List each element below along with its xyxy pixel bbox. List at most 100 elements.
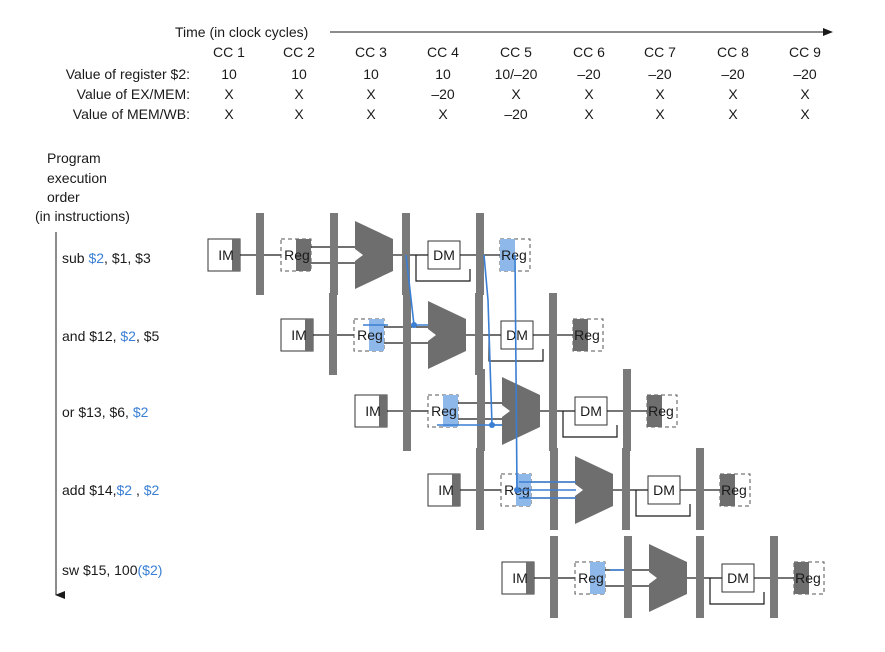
instruction-text: , (132, 482, 144, 498)
value-cell: 10/–20 (495, 66, 538, 82)
reg-write-label: Reg (648, 403, 674, 419)
cycle-label: CC 6 (573, 44, 605, 60)
value-cell: X (294, 86, 304, 102)
alu-shape (502, 377, 540, 445)
value-row-label: Value of EX/MEM: (77, 86, 190, 102)
pipeline-register-ex-mem (402, 213, 410, 295)
register-2-highlight: $2 (133, 404, 149, 420)
order-label-line: Program (47, 150, 101, 166)
value-cell: X (294, 106, 304, 122)
value-cell: X (511, 86, 521, 102)
value-cell: X (366, 86, 376, 102)
instruction-label: add $14,$2 , $2 (62, 482, 160, 498)
im-shade (452, 474, 460, 506)
im-label: IM (291, 327, 307, 343)
cycle-label: CC 4 (427, 44, 459, 60)
value-cell: 10 (363, 66, 379, 82)
pipeline-register-if-id (256, 213, 264, 295)
value-cell: 10 (221, 66, 237, 82)
instruction-label: sub $2, $1, $3 (62, 250, 151, 266)
bypass-wire (562, 411, 618, 438)
register-2-highlight: $2 (120, 328, 136, 344)
im-shade (526, 562, 534, 594)
reg-write-label: Reg (501, 247, 527, 263)
value-cell: X (728, 106, 738, 122)
value-cell: X (655, 86, 665, 102)
forward-ex-mem-to-or (483, 254, 502, 426)
cycle-label: CC 8 (717, 44, 749, 60)
reg-read-shade (590, 562, 605, 594)
value-cell: –20 (431, 86, 455, 102)
reg-read-label: Reg (357, 327, 383, 343)
value-cell: X (800, 106, 810, 122)
alu-shape (428, 301, 466, 369)
im-label: IM (365, 403, 381, 419)
register-2-highlight: ($2) (138, 562, 163, 578)
reg-read-label: Reg (578, 570, 604, 586)
value-cell: –20 (648, 66, 672, 82)
dm-label: DM (433, 247, 455, 263)
pipeline-register-id-ex (477, 369, 485, 451)
data-memory-box (574, 396, 608, 426)
instruction-text: , $5 (136, 328, 160, 344)
pipeline-register-mem-wb (770, 536, 778, 618)
value-cell: X (224, 86, 234, 102)
reg-read-shade (369, 319, 384, 351)
reg-read-label: Reg (431, 403, 457, 419)
instruction-text: add $14, (62, 482, 117, 498)
instruction-text: sw $15, 100 (62, 562, 138, 578)
pipeline-register-mem-wb (696, 448, 704, 530)
instruction-text: sub (62, 250, 88, 266)
alu-shape (575, 456, 613, 524)
im-shade (305, 319, 313, 351)
im-shade (379, 395, 387, 427)
forwarding-junction (514, 487, 520, 493)
pipeline-register-mem-wb (476, 213, 484, 295)
bypass-wire (635, 490, 691, 517)
order-label-line: (in instructions) (35, 208, 130, 224)
data-memory-box (500, 320, 534, 350)
value-cell: X (224, 106, 234, 122)
data-memory-box (647, 475, 681, 505)
cycle-label: CC 1 (213, 44, 245, 60)
reg-write-shade (794, 562, 809, 594)
value-cell: –20 (793, 66, 817, 82)
pipeline-register-id-ex (624, 536, 632, 618)
dm-label: DM (653, 482, 675, 498)
pipeline-register-if-id (550, 536, 558, 618)
dm-label: DM (580, 403, 602, 419)
reg-read-shade (296, 239, 311, 271)
pipeline-register-mem-wb (623, 369, 631, 451)
reg-write-shade (500, 239, 515, 271)
data-memory-box (721, 563, 755, 593)
value-cell: X (366, 106, 376, 122)
pipeline-row: IM Reg DM Reg (354, 369, 678, 451)
im-shade (232, 239, 240, 271)
value-cell: 10 (291, 66, 307, 82)
value-cell: X (655, 106, 665, 122)
value-cell: X (438, 106, 448, 122)
im-label: IM (218, 247, 234, 263)
reg-write-label: Reg (574, 327, 600, 343)
reg-write-label: Reg (721, 482, 747, 498)
pipeline-register-ex-mem (696, 536, 704, 618)
bypass-wire (415, 255, 471, 282)
value-cell: –20 (577, 66, 601, 82)
alu-shape (649, 544, 687, 612)
cycle-label: CC 3 (355, 44, 387, 60)
bypass-wire (709, 578, 765, 605)
dm-label: DM (506, 327, 528, 343)
pipeline-register-mem-wb (549, 293, 557, 375)
pipeline-register-if-id (403, 369, 411, 451)
reg-read-label: Reg (284, 247, 310, 263)
instruction-label: and $12, $2, $5 (62, 328, 160, 344)
register-2-highlight: $2 (144, 482, 160, 498)
value-cell: 10 (435, 66, 451, 82)
alu-shape (355, 221, 393, 289)
pipeline-register-if-id (329, 293, 337, 375)
time-axis-label: Time (in clock cycles) (175, 24, 308, 40)
program-order-label: Program execution order (in instructions… (35, 150, 130, 224)
